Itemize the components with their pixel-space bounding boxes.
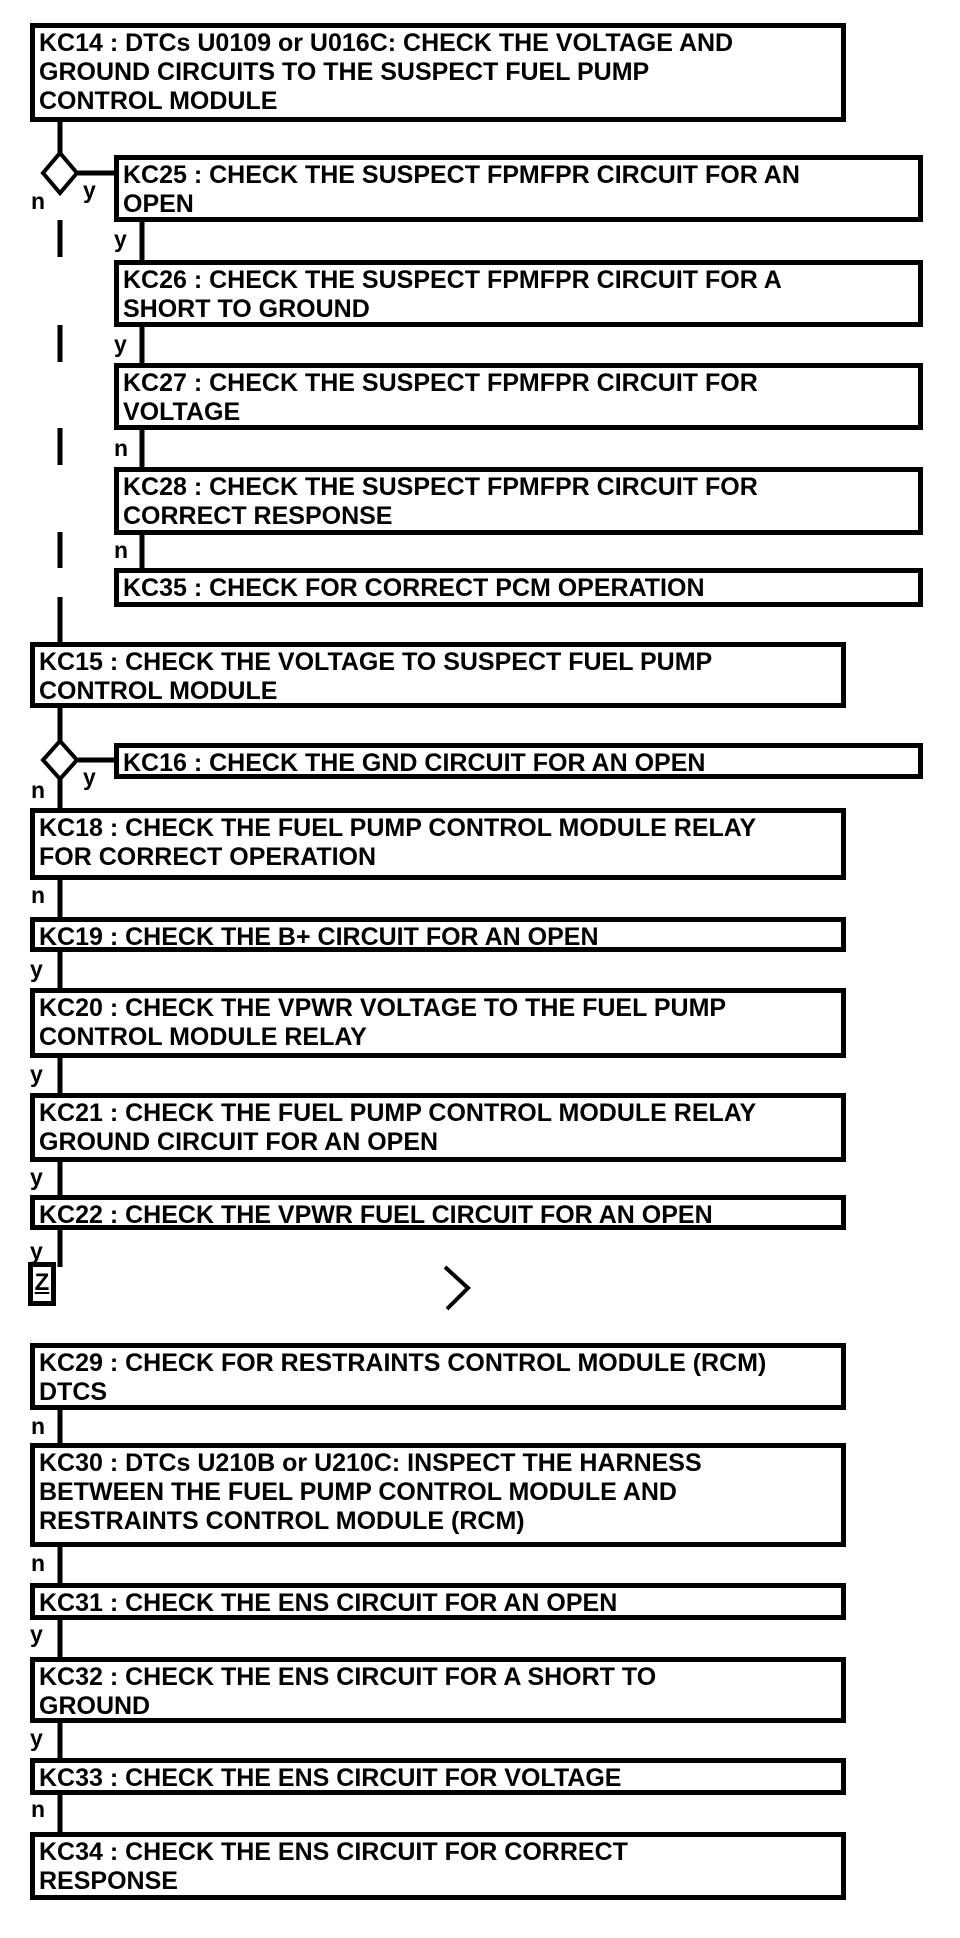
branch-label-kc18-n: n [31,882,46,908]
branch-label-kc19-y: y [30,956,43,982]
page-continuation-chevron-icon [443,1265,471,1311]
branch-label-kc15-n: n [31,777,46,803]
node-kc21: KC21 : CHECK THE FUEL PUMP CONTROL MODUL… [30,1093,846,1162]
branch-label-kc32-y: y [30,1725,43,1751]
branch-label-kc28-n: n [114,537,129,563]
node-kc16: KC16 : CHECK THE GND CIRCUIT FOR AN OPEN [114,743,923,779]
node-kc29: KC29 : CHECK FOR RESTRAINTS CONTROL MODU… [30,1343,846,1410]
node-kc18: KC18 : CHECK THE FUEL PUMP CONTROL MODUL… [30,808,846,880]
node-kc15: KC15 : CHECK THE VOLTAGE TO SUSPECT FUEL… [30,642,846,708]
branch-label-kc21-y: y [30,1164,43,1190]
branch-label-kc14-y: y [83,177,96,203]
node-kc14: KC14 : DTCs U0109 or U016C: CHECK THE VO… [30,23,846,122]
decision-diamond-kc15-icon [40,738,80,782]
branch-label-kc22-y: y [30,1238,43,1264]
node-kc20: KC20 : CHECK THE VPWR VOLTAGE TO THE FUE… [30,988,846,1058]
branch-label-kc31-y: y [30,1621,43,1647]
branch-label-kc33-n: n [31,1796,46,1822]
branch-label-kc30-n: n [31,1550,46,1576]
node-kc25: KC25 : CHECK THE SUSPECT FPMFPR CIRCUIT … [114,155,923,222]
node-kc30: KC30 : DTCs U210B or U210C: INSPECT THE … [30,1443,846,1547]
node-kc26: KC26 : CHECK THE SUSPECT FPMFPR CIRCUIT … [114,260,923,327]
off-page-connector-z: Z [28,1262,56,1306]
node-kc34: KC34 : CHECK THE ENS CIRCUIT FOR CORRECT… [30,1832,846,1900]
node-kc32: KC32 : CHECK THE ENS CIRCUIT FOR A SHORT… [30,1657,846,1723]
node-kc28: KC28 : CHECK THE SUSPECT FPMFPR CIRCUIT … [114,467,923,535]
node-kc22: KC22 : CHECK THE VPWR FUEL CIRCUIT FOR A… [30,1195,846,1230]
decision-diamond-kc14-icon [40,149,80,197]
node-kc33: KC33 : CHECK THE ENS CIRCUIT FOR VOLTAGE [30,1758,846,1795]
branch-label-kc26-y: y [114,331,127,357]
node-kc35: KC35 : CHECK FOR CORRECT PCM OPERATION [114,568,923,607]
connector-lines [57,122,145,1832]
branch-label-kc29-n: n [31,1413,46,1439]
node-kc27: KC27 : CHECK THE SUSPECT FPMFPR CIRCUIT … [114,363,923,430]
node-kc19: KC19 : CHECK THE B+ CIRCUIT FOR AN OPEN [30,917,846,952]
branch-label-kc14-n: n [31,188,46,214]
branch-label-kc15-y: y [83,764,96,790]
node-kc31: KC31 : CHECK THE ENS CIRCUIT FOR AN OPEN [30,1583,846,1620]
branch-label-kc20-y: y [30,1061,43,1087]
branch-label-kc25-y: y [114,226,127,252]
branch-label-kc27-n: n [114,435,129,461]
